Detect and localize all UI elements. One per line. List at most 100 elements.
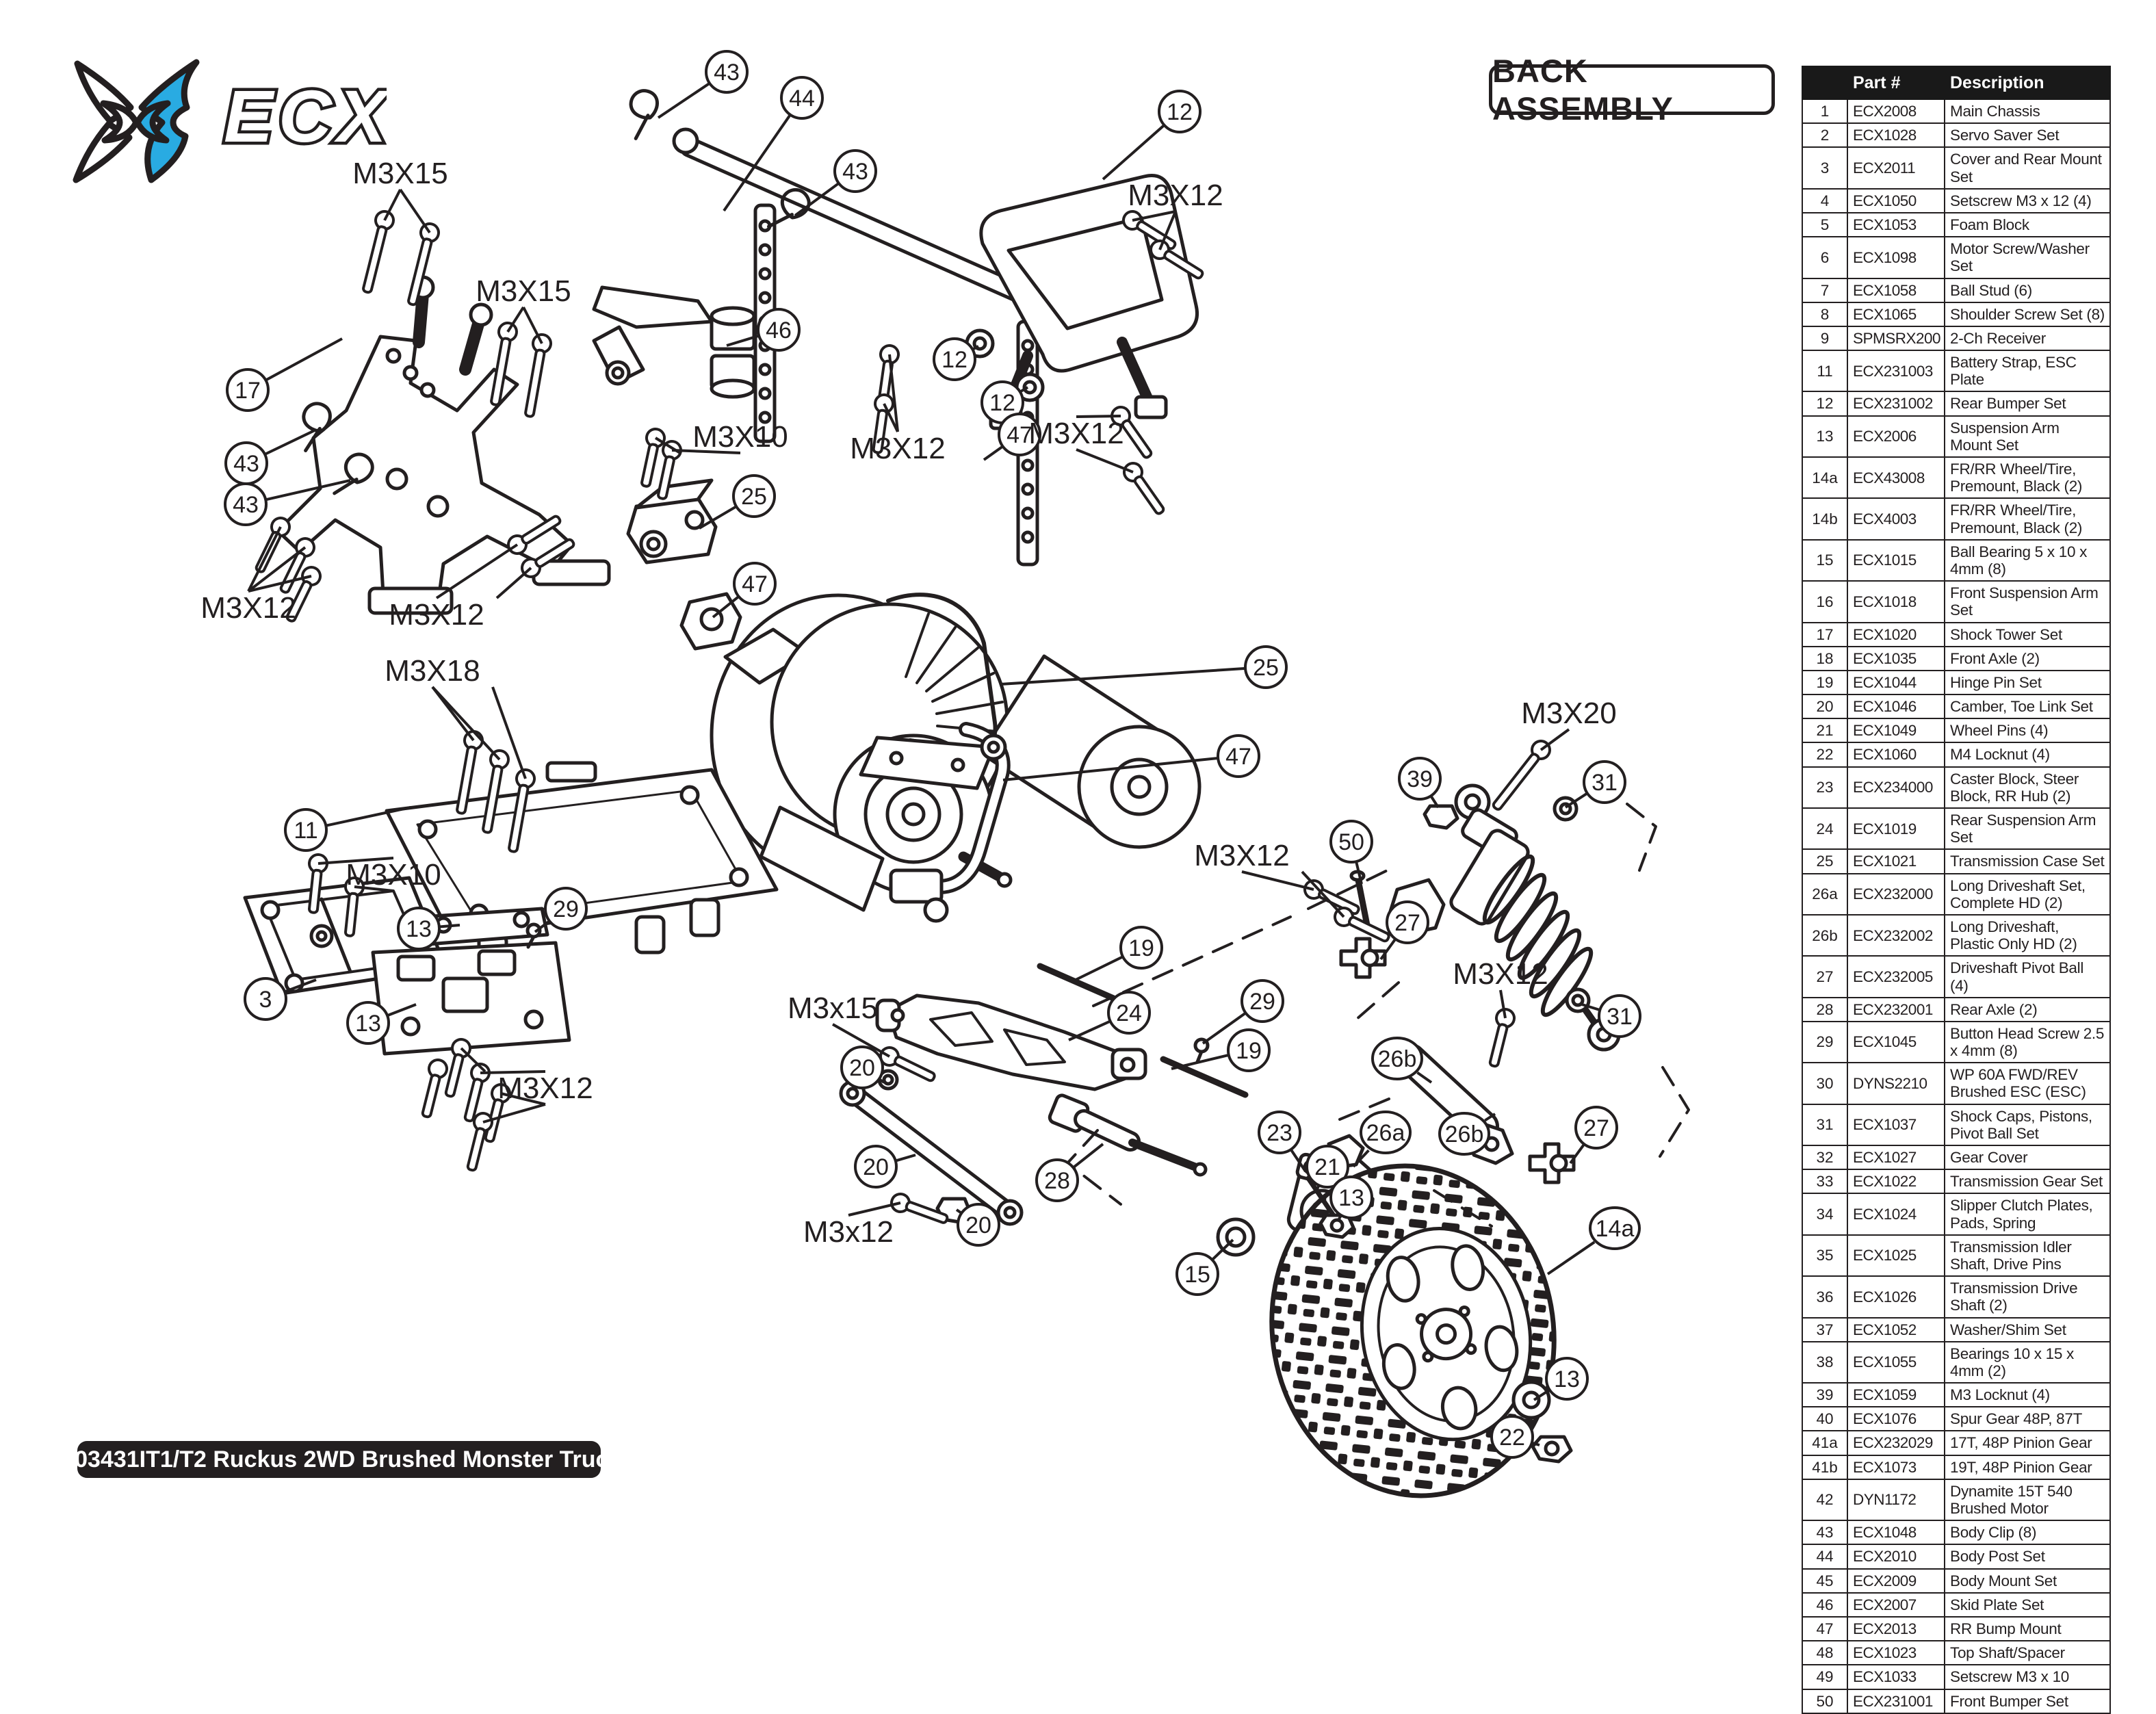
part-number-cell: 32 [1802, 1144, 1848, 1171]
screw-label-M3X15: M3X15 [352, 157, 448, 234]
callout-46: 46 [726, 308, 801, 352]
callout-13: 13 [1329, 1176, 1373, 1222]
screw-size-label: M3X12 [1128, 179, 1223, 212]
leader-line [1355, 861, 1363, 885]
screw-label-M3X15: M3X15 [476, 274, 571, 344]
part-number-cell: 5 [1802, 211, 1848, 238]
leader-line [712, 595, 740, 619]
leader-line [317, 857, 394, 865]
part-number-cell: 43 [1802, 1520, 1848, 1546]
leader-line [500, 1092, 546, 1106]
part-number-cell: 17 [1802, 621, 1848, 647]
part-description-cell: Button Head Screw 2.5 x 4mm (8) [1944, 1020, 2111, 1064]
callout-26b: 26b [1371, 1037, 1433, 1084]
leader-line [895, 1154, 916, 1163]
part-id-cell: ECX1015 [1847, 538, 1945, 582]
leader-line [522, 307, 543, 344]
body-clip-icon [624, 88, 665, 138]
part-number-cell: 36 [1802, 1275, 1848, 1319]
callout-circle [1258, 1111, 1301, 1154]
part-number-cell: 26a [1802, 872, 1848, 916]
leader-line [832, 1023, 890, 1058]
part-description-cell: Wheel Pins (4) [1944, 718, 2111, 744]
leader-line [1484, 1113, 1496, 1122]
part-number-cell: 2 [1802, 122, 1848, 148]
part-id-cell: SPMSRX200 [1847, 325, 1945, 352]
callout-circle [1176, 1252, 1219, 1296]
callout-number: 26b [1378, 1046, 1417, 1072]
callout-number: 19 [1236, 1038, 1262, 1064]
part-description-cell: FR/RR Wheel/Tire, Premount, Black (2) [1944, 456, 2111, 499]
leader-line [883, 403, 899, 432]
leader-line [888, 354, 899, 432]
callout-circle [1306, 1145, 1349, 1189]
part-description-cell: Front Axle (2) [1944, 645, 2111, 671]
screw-size-label: M3x12 [803, 1215, 894, 1249]
callout-13: 13 [397, 907, 460, 950]
exploded-diagram: 4344431217434346121247254725471139315027… [200, 50, 1690, 1498]
part-id-cell: ECX2006 [1847, 415, 1945, 458]
part-id-cell: DYN1172 [1847, 1478, 1945, 1522]
callout-circle [1158, 90, 1202, 133]
callout-circle [224, 482, 268, 526]
callout-number: 21 [1314, 1154, 1340, 1180]
callout-number: 12 [1167, 99, 1193, 125]
screw-label-M3X20: M3X20 [1521, 697, 1617, 751]
callout-number: 13 [355, 1011, 381, 1037]
body-mount-drawing [592, 285, 756, 399]
part-description-cell: M3 Locknut (4) [1944, 1382, 2111, 1408]
part-number-cell: 7 [1802, 277, 1848, 303]
part-description-cell: Hinge Pin Set [1944, 669, 2111, 696]
part-id-cell: ECX1026 [1847, 1275, 1945, 1319]
callout-circle [1398, 757, 1442, 801]
part-number-cell: 4 [1802, 187, 1848, 213]
part-description-cell: Long Driveshaft Set, Complete HD (2) [1944, 872, 2111, 916]
leader-line [723, 114, 792, 212]
part-number-cell: 28 [1802, 996, 1848, 1022]
part-description-cell: Battery Strap, ESC Plate [1944, 350, 2111, 393]
leader-line [1075, 955, 1124, 981]
part-id-cell: ECX232002 [1847, 913, 1945, 957]
callout-circle [1589, 1206, 1641, 1250]
part-description-cell: Front Suspension Arm Set [1944, 580, 2111, 623]
shock-absorber-drawing [1423, 783, 1621, 1052]
part-description-cell: Shoulder Screw Set (8) [1944, 301, 2111, 327]
part-description-cell: FR/RR Wheel/Tire, Premount, Black (2) [1944, 497, 2111, 541]
callout-13: 13 [1533, 1357, 1589, 1401]
part-number-cell: 20 [1802, 694, 1848, 720]
part-number-cell: 14b [1802, 497, 1848, 541]
leader-line [698, 505, 738, 530]
part-number-cell: 15 [1802, 538, 1848, 582]
part-number-cell: 12 [1802, 391, 1848, 417]
callout-circle [284, 808, 328, 852]
part-id-cell: ECX1055 [1847, 1340, 1945, 1384]
screw-label-M3X12: M3X12 [850, 354, 946, 465]
part-description-cell: Slipper Clutch Plates, Pads, Spring [1944, 1193, 2111, 1236]
callout-3: 3 [244, 977, 317, 1021]
part-number-cell: 33 [1802, 1169, 1848, 1195]
callout-number: 31 [1592, 770, 1618, 796]
leader-line [1068, 1020, 1111, 1041]
leader-line [480, 1070, 546, 1074]
part-description-cell: Spur Gear 48P, 87T [1944, 1406, 2111, 1432]
part-id-cell: ECX1020 [1847, 621, 1945, 647]
part-number-cell: 8 [1802, 301, 1848, 327]
part-id-cell: ECX1058 [1847, 277, 1945, 303]
leader-line [1019, 386, 1029, 393]
screw-size-label: M3X12 [497, 1072, 593, 1105]
callout-27: 27 [1569, 1106, 1618, 1165]
leader-line [726, 334, 759, 347]
callout-circle [705, 50, 749, 94]
part-description-cell: Main Chassis [1944, 98, 2111, 125]
leader-line [383, 189, 402, 221]
part-id-cell: ECX231001 [1847, 1688, 1945, 1714]
callout-29: 29 [534, 887, 588, 933]
